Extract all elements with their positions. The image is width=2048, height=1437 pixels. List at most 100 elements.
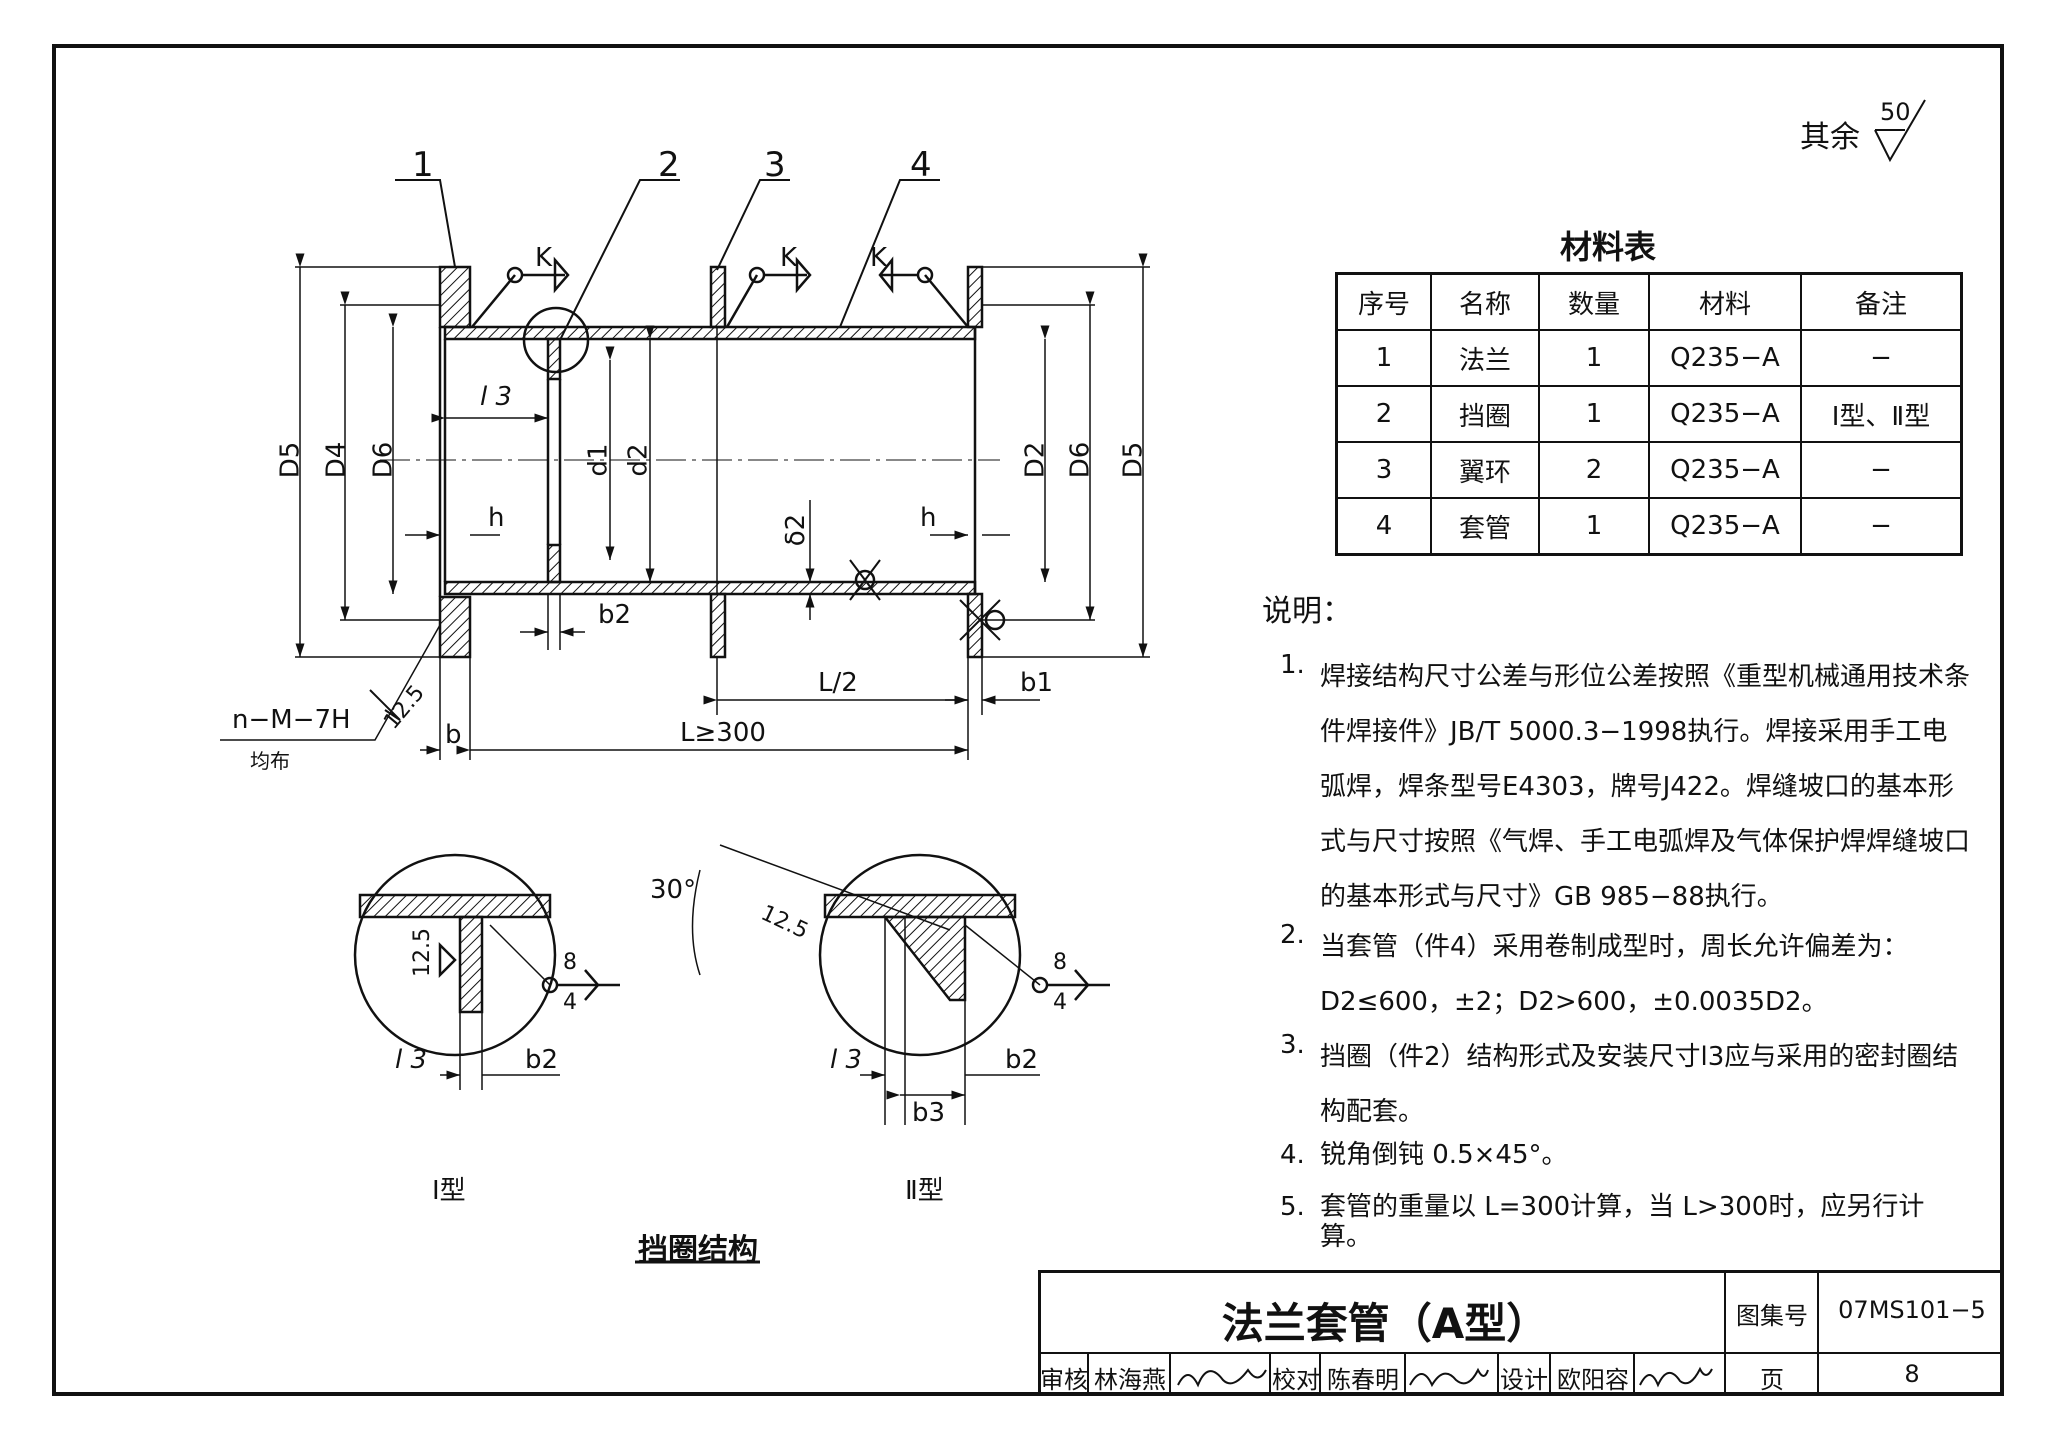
dim-b2: b2 bbox=[598, 600, 632, 630]
wing-ring-bottom bbox=[709, 592, 727, 659]
designer-name: 欧阳容 bbox=[1557, 1366, 1629, 1394]
page-label: 页 bbox=[1760, 1366, 1784, 1394]
table-cell: Ⅰ型、Ⅱ型 bbox=[1800, 385, 1963, 443]
detail1-weld-4: 4 bbox=[563, 990, 577, 1015]
detail1-b2: b2 bbox=[525, 1045, 559, 1075]
detail1-type-label: Ⅰ型 bbox=[432, 1176, 466, 1206]
table-cell: 1 bbox=[1335, 329, 1432, 387]
dim-l3: l 3 bbox=[480, 382, 513, 412]
review-label: 审核 bbox=[1040, 1366, 1088, 1394]
header-cell: 备注 bbox=[1800, 272, 1963, 331]
header-cell: 材料 bbox=[1648, 272, 1802, 331]
bolt-spec: n−M−7H bbox=[232, 705, 351, 735]
retaining-ring-top bbox=[546, 337, 562, 381]
note-number: 2. bbox=[1280, 920, 1305, 950]
dim-D6-right: D6 bbox=[1065, 441, 1096, 479]
dim-d1: d1 bbox=[583, 443, 614, 477]
table-cell: 2 bbox=[1335, 385, 1432, 443]
note-number: 3. bbox=[1280, 1030, 1305, 1060]
note-item: 4. 锐角倒钝 0.5×45°。 bbox=[1280, 1140, 1970, 1170]
table-cell: − bbox=[1800, 441, 1963, 499]
page-number: 8 bbox=[1904, 1360, 1920, 1388]
dim-D2: D2 bbox=[1020, 441, 1051, 479]
title-block bbox=[1038, 1270, 2004, 1396]
table-cell: 2 bbox=[1538, 441, 1650, 499]
note-number: 5. bbox=[1280, 1192, 1305, 1222]
bolt-note: 均布 bbox=[250, 749, 290, 773]
table-row: 3 翼环 2 Q235−A − bbox=[1335, 441, 1963, 499]
flange-left bbox=[438, 265, 472, 329]
dim-h-left: h bbox=[488, 503, 505, 533]
dim-D5-right: D5 bbox=[1118, 441, 1149, 479]
dim-D4: D4 bbox=[321, 441, 352, 479]
notes-heading: 说明： bbox=[1262, 594, 1352, 629]
atlas-label: 图集号 bbox=[1736, 1302, 1808, 1330]
flange-left-bottom bbox=[438, 595, 472, 659]
note-text: 锐角倒钝 0.5×45°。 bbox=[1320, 1140, 1568, 1170]
weld-k-label-1: K bbox=[535, 243, 553, 273]
note-item: 3. 挡圈（件2）结构形式及安装尺寸l3应与采用的密封圈结构配套。 bbox=[1280, 1030, 1970, 1140]
detail-type2-circle bbox=[818, 853, 1022, 1057]
weld-k-label-3: K bbox=[870, 243, 888, 273]
detail2-b3: b3 bbox=[912, 1098, 946, 1128]
atlas-number: 07MS101−5 bbox=[1838, 1296, 1986, 1324]
part-number-2: 2 bbox=[658, 145, 680, 185]
material-table: 序号 名称 数量 材料 备注 1 法兰 1 Q235−A − 2 挡圈 1 Q2… bbox=[1335, 272, 1963, 556]
detail2-type-label: Ⅱ型 bbox=[905, 1176, 944, 1206]
detail2-l3: l 3 bbox=[830, 1045, 863, 1075]
note-text: 焊接结构尺寸公差与形位公差按照《重型机械通用技术条件焊接件》JB/T 5000.… bbox=[1320, 662, 1971, 912]
detail2-b2: b2 bbox=[1005, 1045, 1039, 1075]
part-number-1: 1 bbox=[412, 145, 434, 185]
drawing-frame bbox=[52, 44, 2004, 1396]
checker-name: 陈春明 bbox=[1327, 1366, 1399, 1394]
check-label: 校对 bbox=[1272, 1366, 1320, 1394]
note-item: 1. 焊接结构尺寸公差与形位公差按照《重型机械通用技术条件焊接件》JB/T 500… bbox=[1280, 650, 1970, 925]
note-number: 4. bbox=[1280, 1140, 1305, 1170]
note-text: 当套管（件4）采用卷制成型时，周长允许偏差为：D2≤600，±2；D2>600，… bbox=[1320, 932, 1909, 1017]
note-text: 挡圈（件2）结构形式及安装尺寸l3应与采用的密封圈结构配套。 bbox=[1320, 1042, 1959, 1127]
wing-ring-top bbox=[709, 265, 727, 329]
detail1-weld-8: 8 bbox=[563, 950, 577, 975]
reviewer-name: 林海燕 bbox=[1094, 1366, 1166, 1394]
dim-d2: d2 bbox=[623, 443, 654, 477]
table-cell: 挡圈 bbox=[1430, 385, 1540, 443]
table-row: 4 套管 1 Q235−A − bbox=[1335, 497, 1963, 556]
pipe-bottom-wall bbox=[443, 580, 977, 596]
table-row: 1 法兰 1 Q235−A − bbox=[1335, 329, 1963, 387]
roughness-note: 其余 50 bbox=[1800, 98, 1911, 156]
detail2-weld-8: 8 bbox=[1053, 950, 1067, 975]
table-cell: − bbox=[1800, 329, 1963, 387]
dim-half-L: L/2 bbox=[818, 668, 858, 698]
material-table-header: 序号 名称 数量 材料 备注 bbox=[1335, 272, 1963, 331]
roughness-label: 其余 bbox=[1800, 120, 1860, 155]
design-label: 设计 bbox=[1500, 1366, 1548, 1394]
roughness-value: 50 bbox=[1880, 98, 1911, 126]
table-cell: − bbox=[1800, 497, 1963, 556]
note-item: 2. 当套管（件4）采用卷制成型时，周长允许偏差为：D2≤600，±2；D2>60… bbox=[1280, 920, 1970, 1030]
flange-right-top bbox=[966, 265, 984, 329]
table-cell: 翼环 bbox=[1430, 441, 1540, 499]
dim-b1: b1 bbox=[1020, 668, 1054, 698]
table-cell: 3 bbox=[1335, 441, 1432, 499]
part-number-4: 4 bbox=[910, 145, 932, 185]
table-cell: Q235−A bbox=[1648, 441, 1802, 499]
detail1-l3: l 3 bbox=[395, 1045, 428, 1075]
table-cell: 4 bbox=[1335, 497, 1432, 556]
dim-D5-left: D5 bbox=[275, 441, 306, 479]
table-cell: 1 bbox=[1538, 329, 1650, 387]
header-cell: 序号 bbox=[1335, 272, 1432, 331]
detail-type1-circle bbox=[353, 853, 557, 1057]
retaining-ring-bottom bbox=[546, 543, 562, 584]
detail1-roughness: 12.5 bbox=[409, 928, 435, 977]
dim-b: b bbox=[445, 720, 462, 750]
detail-section-title: 挡圈结构 bbox=[638, 1233, 758, 1268]
header-cell: 数量 bbox=[1538, 272, 1650, 331]
part-number-3: 3 bbox=[764, 145, 786, 185]
dim-h-right: h bbox=[920, 503, 937, 533]
note-text: 套管的重量以 L=300计算，当 L>300时，应另行计算。 bbox=[1320, 1192, 1925, 1252]
table-cell: Q235−A bbox=[1648, 385, 1802, 443]
note-number: 1. bbox=[1280, 650, 1305, 680]
table-cell: 法兰 bbox=[1430, 329, 1540, 387]
drawing-title: 法兰套管（A型） bbox=[1221, 1299, 1549, 1348]
